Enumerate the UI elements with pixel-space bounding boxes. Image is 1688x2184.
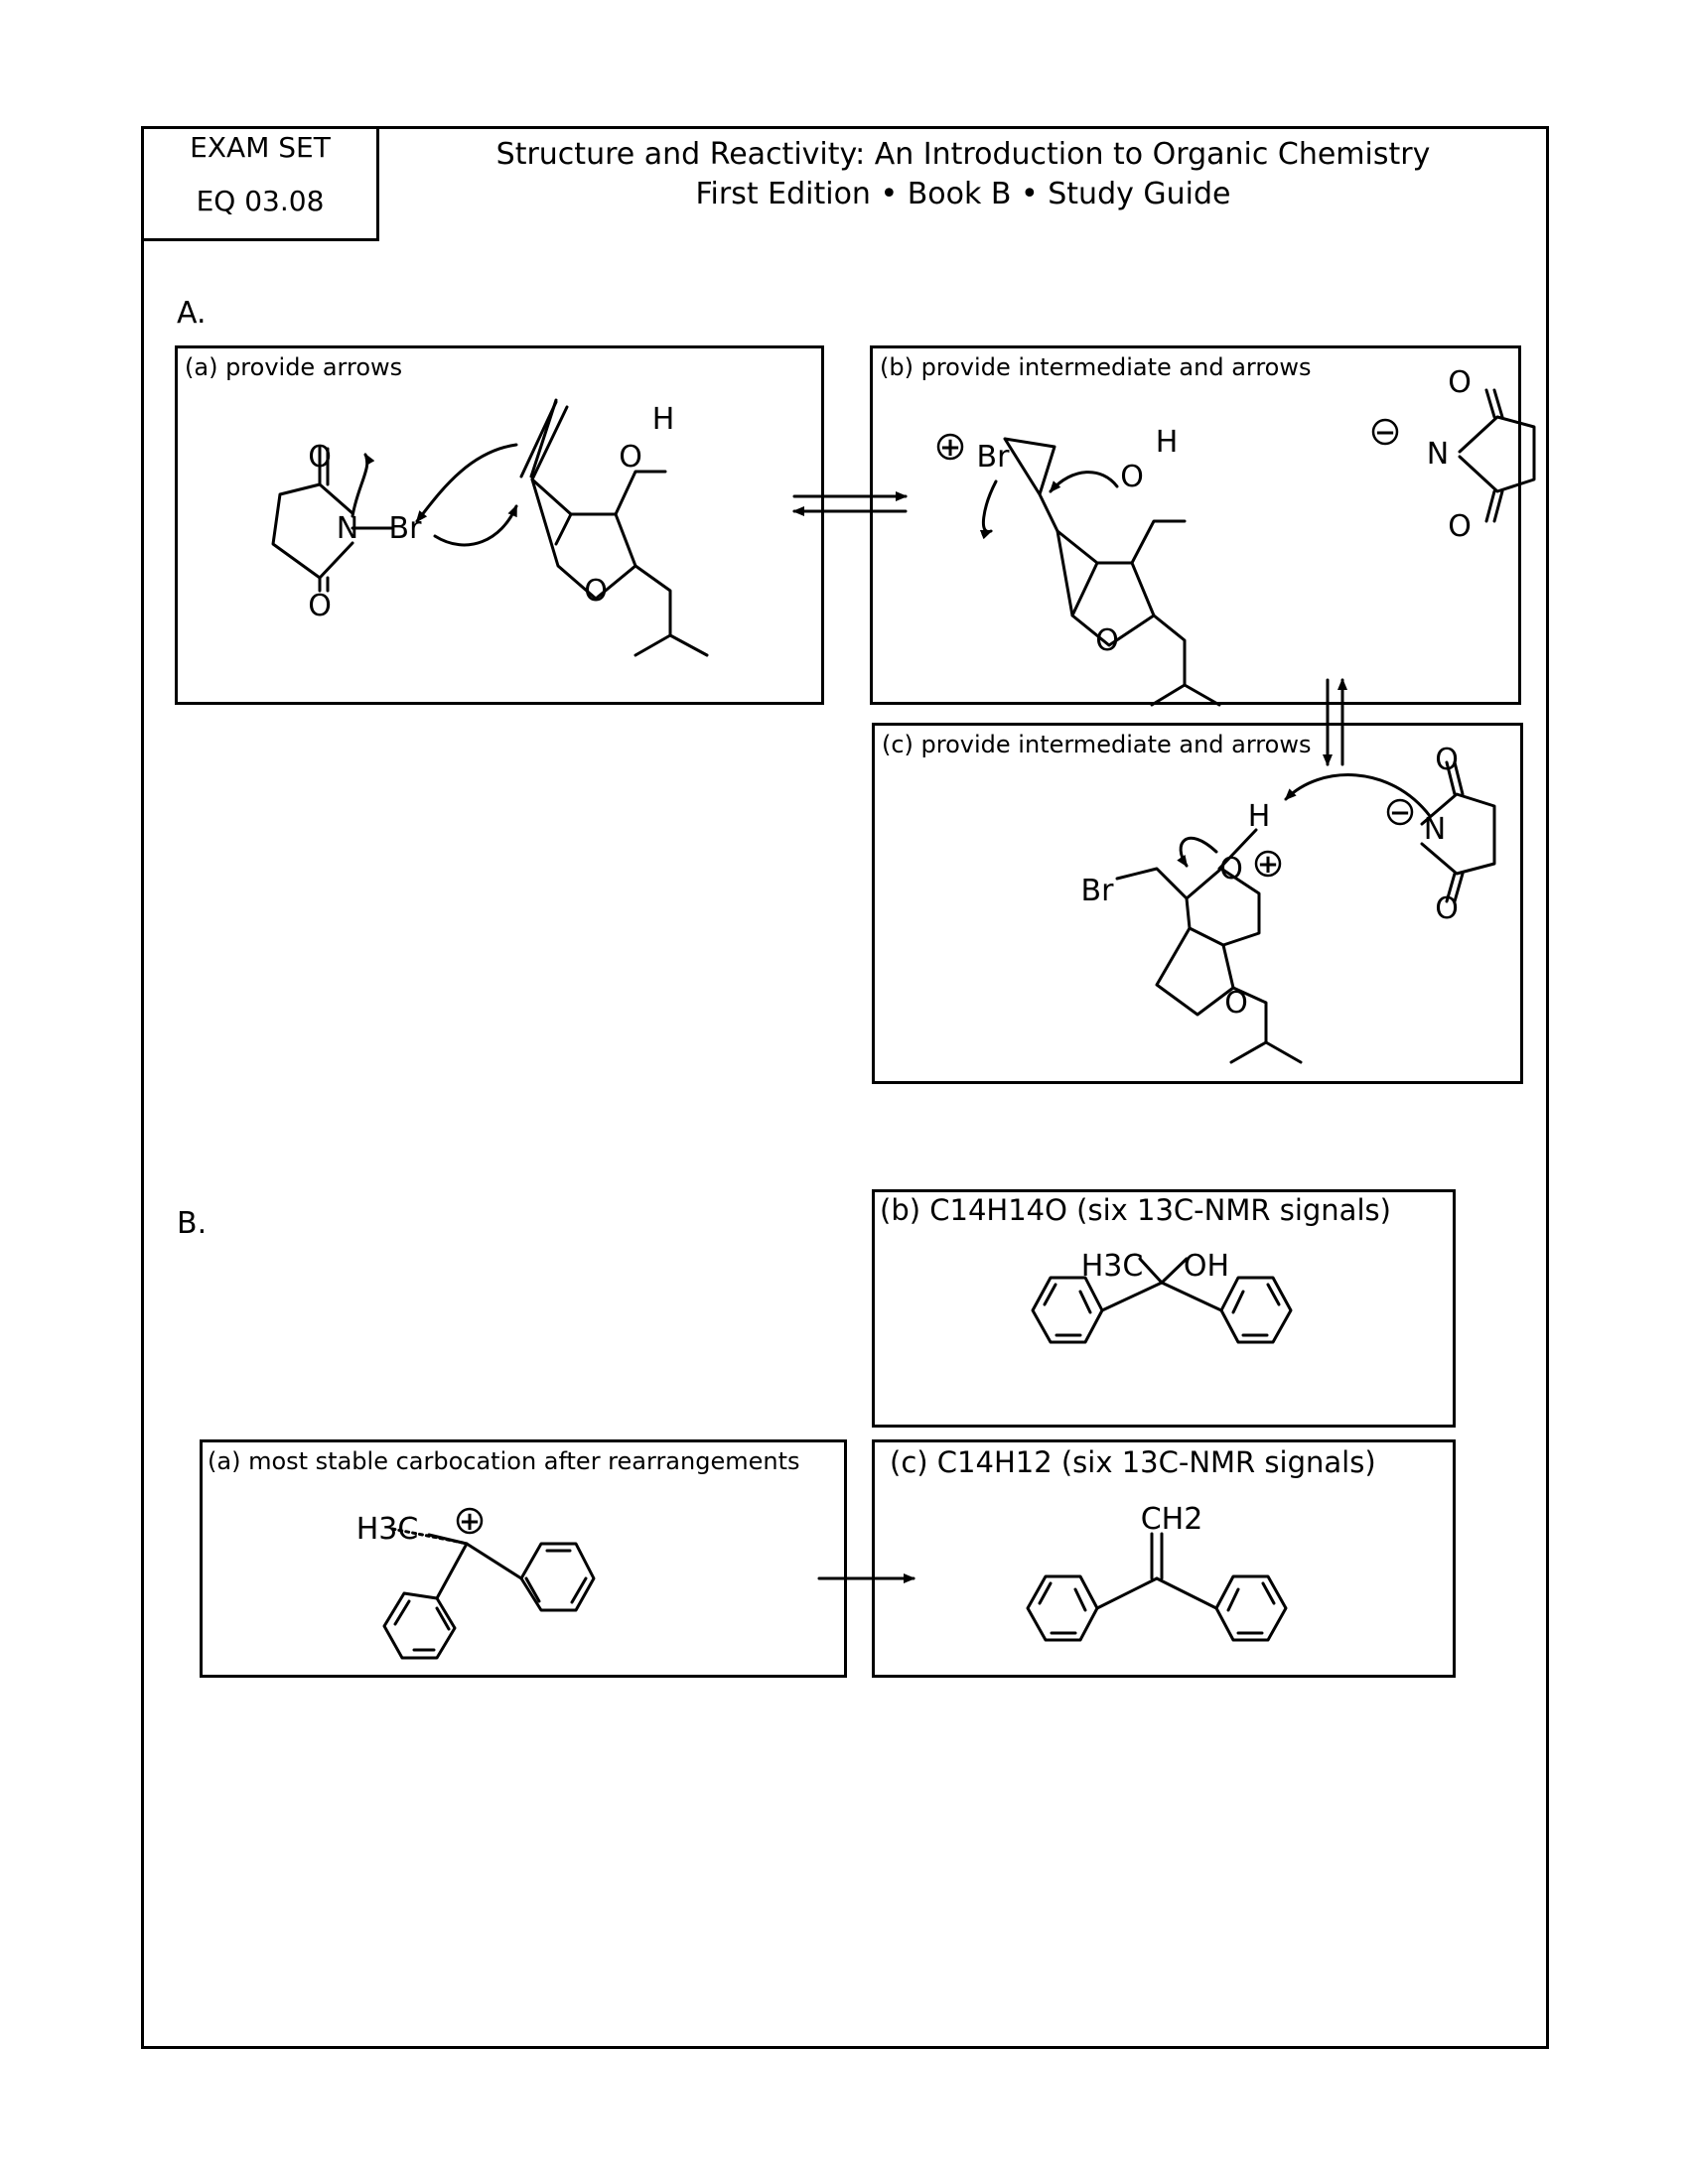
succinimide-anion-c — [1420, 760, 1496, 903]
atom-o-a2: O — [308, 589, 332, 623]
atom-h3c-ba: H3C — [356, 1512, 419, 1547]
atom-ch2-bc: CH2 — [1141, 1502, 1203, 1537]
panel-b-a-label: (a) most stable carbocation after rearra… — [208, 1447, 800, 1475]
atom-h-b: H — [1156, 425, 1179, 460]
atom-n-a: N — [337, 511, 358, 546]
atom-h3c-bb: H3C — [1081, 1249, 1144, 1284]
atom-oh-bb: OH — [1184, 1249, 1229, 1284]
atom-o-a3: O — [619, 440, 642, 475]
arrow-a1 — [351, 453, 375, 518]
document-title: Structure and Reactivity: An Introductio… — [495, 137, 1431, 172]
exam-code-label: EQ 03.08 — [196, 185, 325, 217]
atom-o-b3: O — [1448, 365, 1472, 400]
panel-a-b — [870, 345, 1521, 705]
arrow-c2 — [1177, 836, 1218, 868]
document-subtitle: First Edition • Book B • Study Guide — [695, 177, 1231, 211]
atom-o-c3: O — [1435, 743, 1459, 777]
charge-circle-ba — [456, 1507, 484, 1535]
plus-charge-c: + — [1257, 850, 1279, 880]
diphenylethanol — [1031, 1257, 1293, 1344]
panel-b-c-label: (c) C14H12 (six 13C-NMR signals) — [890, 1445, 1376, 1479]
charge-circle-b2 — [1371, 418, 1399, 446]
atom-br-a: Br — [389, 511, 423, 546]
atom-br-b: Br — [977, 440, 1011, 475]
atom-o-a1: O — [308, 440, 332, 475]
arrow-b1 — [979, 479, 998, 540]
panel-b-c — [872, 1439, 1456, 1678]
nbs-molecule-a — [271, 445, 394, 593]
atom-h-a: H — [652, 402, 675, 437]
section-b-label: B. — [177, 1206, 208, 1241]
atom-br-c: Br — [1081, 874, 1115, 908]
oxonium-intermediate — [1115, 828, 1303, 1064]
atom-h-c: H — [1248, 799, 1271, 834]
atom-o-b1: O — [1120, 460, 1144, 494]
bromonium-intermediate — [1003, 437, 1221, 707]
atom-o-c4: O — [1435, 891, 1459, 926]
panel-a-a — [175, 345, 824, 705]
carbocation — [382, 1527, 596, 1660]
exam-tag-box — [141, 126, 379, 241]
atom-o-a4: O — [584, 574, 608, 609]
panel-a-a-label: (a) provide arrows — [185, 353, 403, 381]
plus-charge-ba: + — [459, 1507, 481, 1537]
atom-o-c2: O — [1224, 986, 1248, 1021]
charge-circle-c2 — [1386, 798, 1414, 826]
atom-o-c1: O — [1219, 852, 1243, 887]
atom-o-b2: O — [1095, 623, 1119, 658]
charge-circle-b1 — [936, 433, 964, 461]
substrate-molecule-a — [519, 398, 709, 657]
atom-n-b: N — [1427, 437, 1449, 472]
arrow-b2 — [1049, 471, 1119, 493]
plus-charge-b: + — [939, 433, 961, 463]
panel-b-b — [872, 1189, 1456, 1428]
arrow-a2 — [415, 443, 518, 523]
exam-set-label: EXAM SET — [190, 131, 331, 164]
panel-b-a — [200, 1439, 847, 1678]
panel-a-c-label: (c) provide intermediate and arrows — [882, 731, 1312, 758]
panel-b-b-label: (b) C14H14O (six 13C-NMR signals) — [880, 1193, 1391, 1227]
minus-charge-c: − — [1389, 798, 1411, 828]
arrow-c1 — [1284, 773, 1432, 818]
atom-n-c: N — [1424, 812, 1446, 847]
charge-circle-c1 — [1254, 850, 1282, 878]
atom-o-b4: O — [1448, 509, 1472, 544]
diphenylethene — [1026, 1532, 1288, 1642]
succinimide-anion-b — [1458, 388, 1536, 523]
minus-charge-b: − — [1374, 418, 1396, 448]
section-a-label: A. — [177, 296, 207, 331]
panel-a-c — [872, 723, 1523, 1084]
panel-a-b-label: (b) provide intermediate and arrows — [880, 353, 1312, 381]
arrow-a3 — [433, 504, 518, 547]
page-frame — [141, 126, 1549, 2049]
